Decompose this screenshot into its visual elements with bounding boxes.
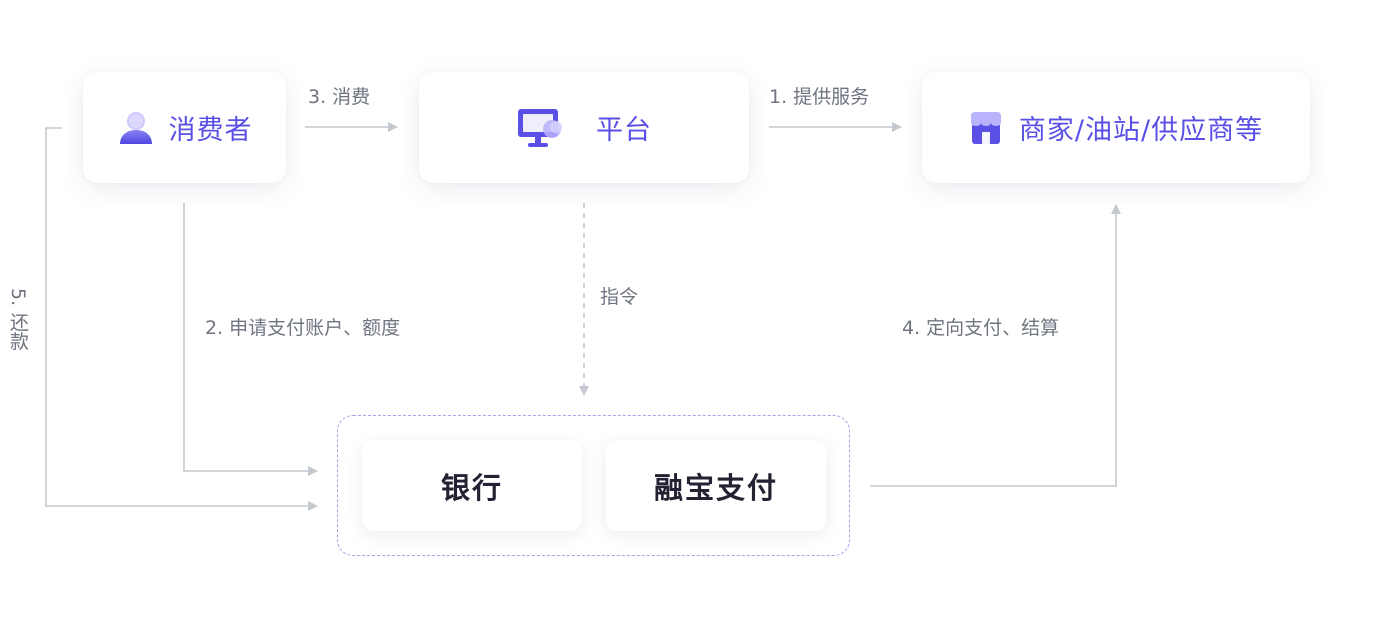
arrowhead-apply: [308, 466, 318, 476]
node-bank: 银行: [362, 440, 582, 531]
arrowhead-service: [892, 122, 902, 132]
node-platform-label: 平台: [596, 115, 652, 146]
edge-label-command: 指令: [600, 286, 639, 308]
edge-label-apply: 2. 申请支付账户、额度: [205, 317, 401, 339]
node-consumer: 消费者: [83, 72, 286, 183]
arrowhead-repay: [308, 501, 318, 511]
node-merchant: 商家/油站/供应商等: [922, 72, 1310, 183]
edge-label-consume: 3. 消费: [308, 86, 371, 108]
node-merchant-label: 商家/油站/供应商等: [1018, 115, 1264, 146]
arrowhead-directed-pay: [1111, 204, 1121, 214]
store-icon: [969, 110, 1003, 146]
user-icon: [117, 109, 155, 147]
edge-label-service: 1. 提供服务: [769, 86, 870, 108]
edge-label-directed-pay: 4. 定向支付、结算: [902, 317, 1060, 339]
node-rongbao-label: 融宝支付: [653, 470, 778, 505]
monitor-icon: [516, 107, 566, 149]
arrow-repay: [45, 127, 312, 507]
node-rongbao: 融宝支付: [606, 440, 826, 531]
node-platform: 平台: [419, 72, 749, 183]
arrow-directed-pay: [870, 212, 1117, 487]
node-bank-label: 银行: [440, 470, 503, 505]
arrow-apply: [183, 203, 312, 472]
edge-label-repay: 5. 还款: [7, 288, 29, 351]
arrowhead-command: [579, 386, 589, 396]
node-consumer-label: 消费者: [168, 115, 253, 146]
payment-group: [337, 415, 850, 556]
arrowhead-consume: [388, 122, 398, 132]
